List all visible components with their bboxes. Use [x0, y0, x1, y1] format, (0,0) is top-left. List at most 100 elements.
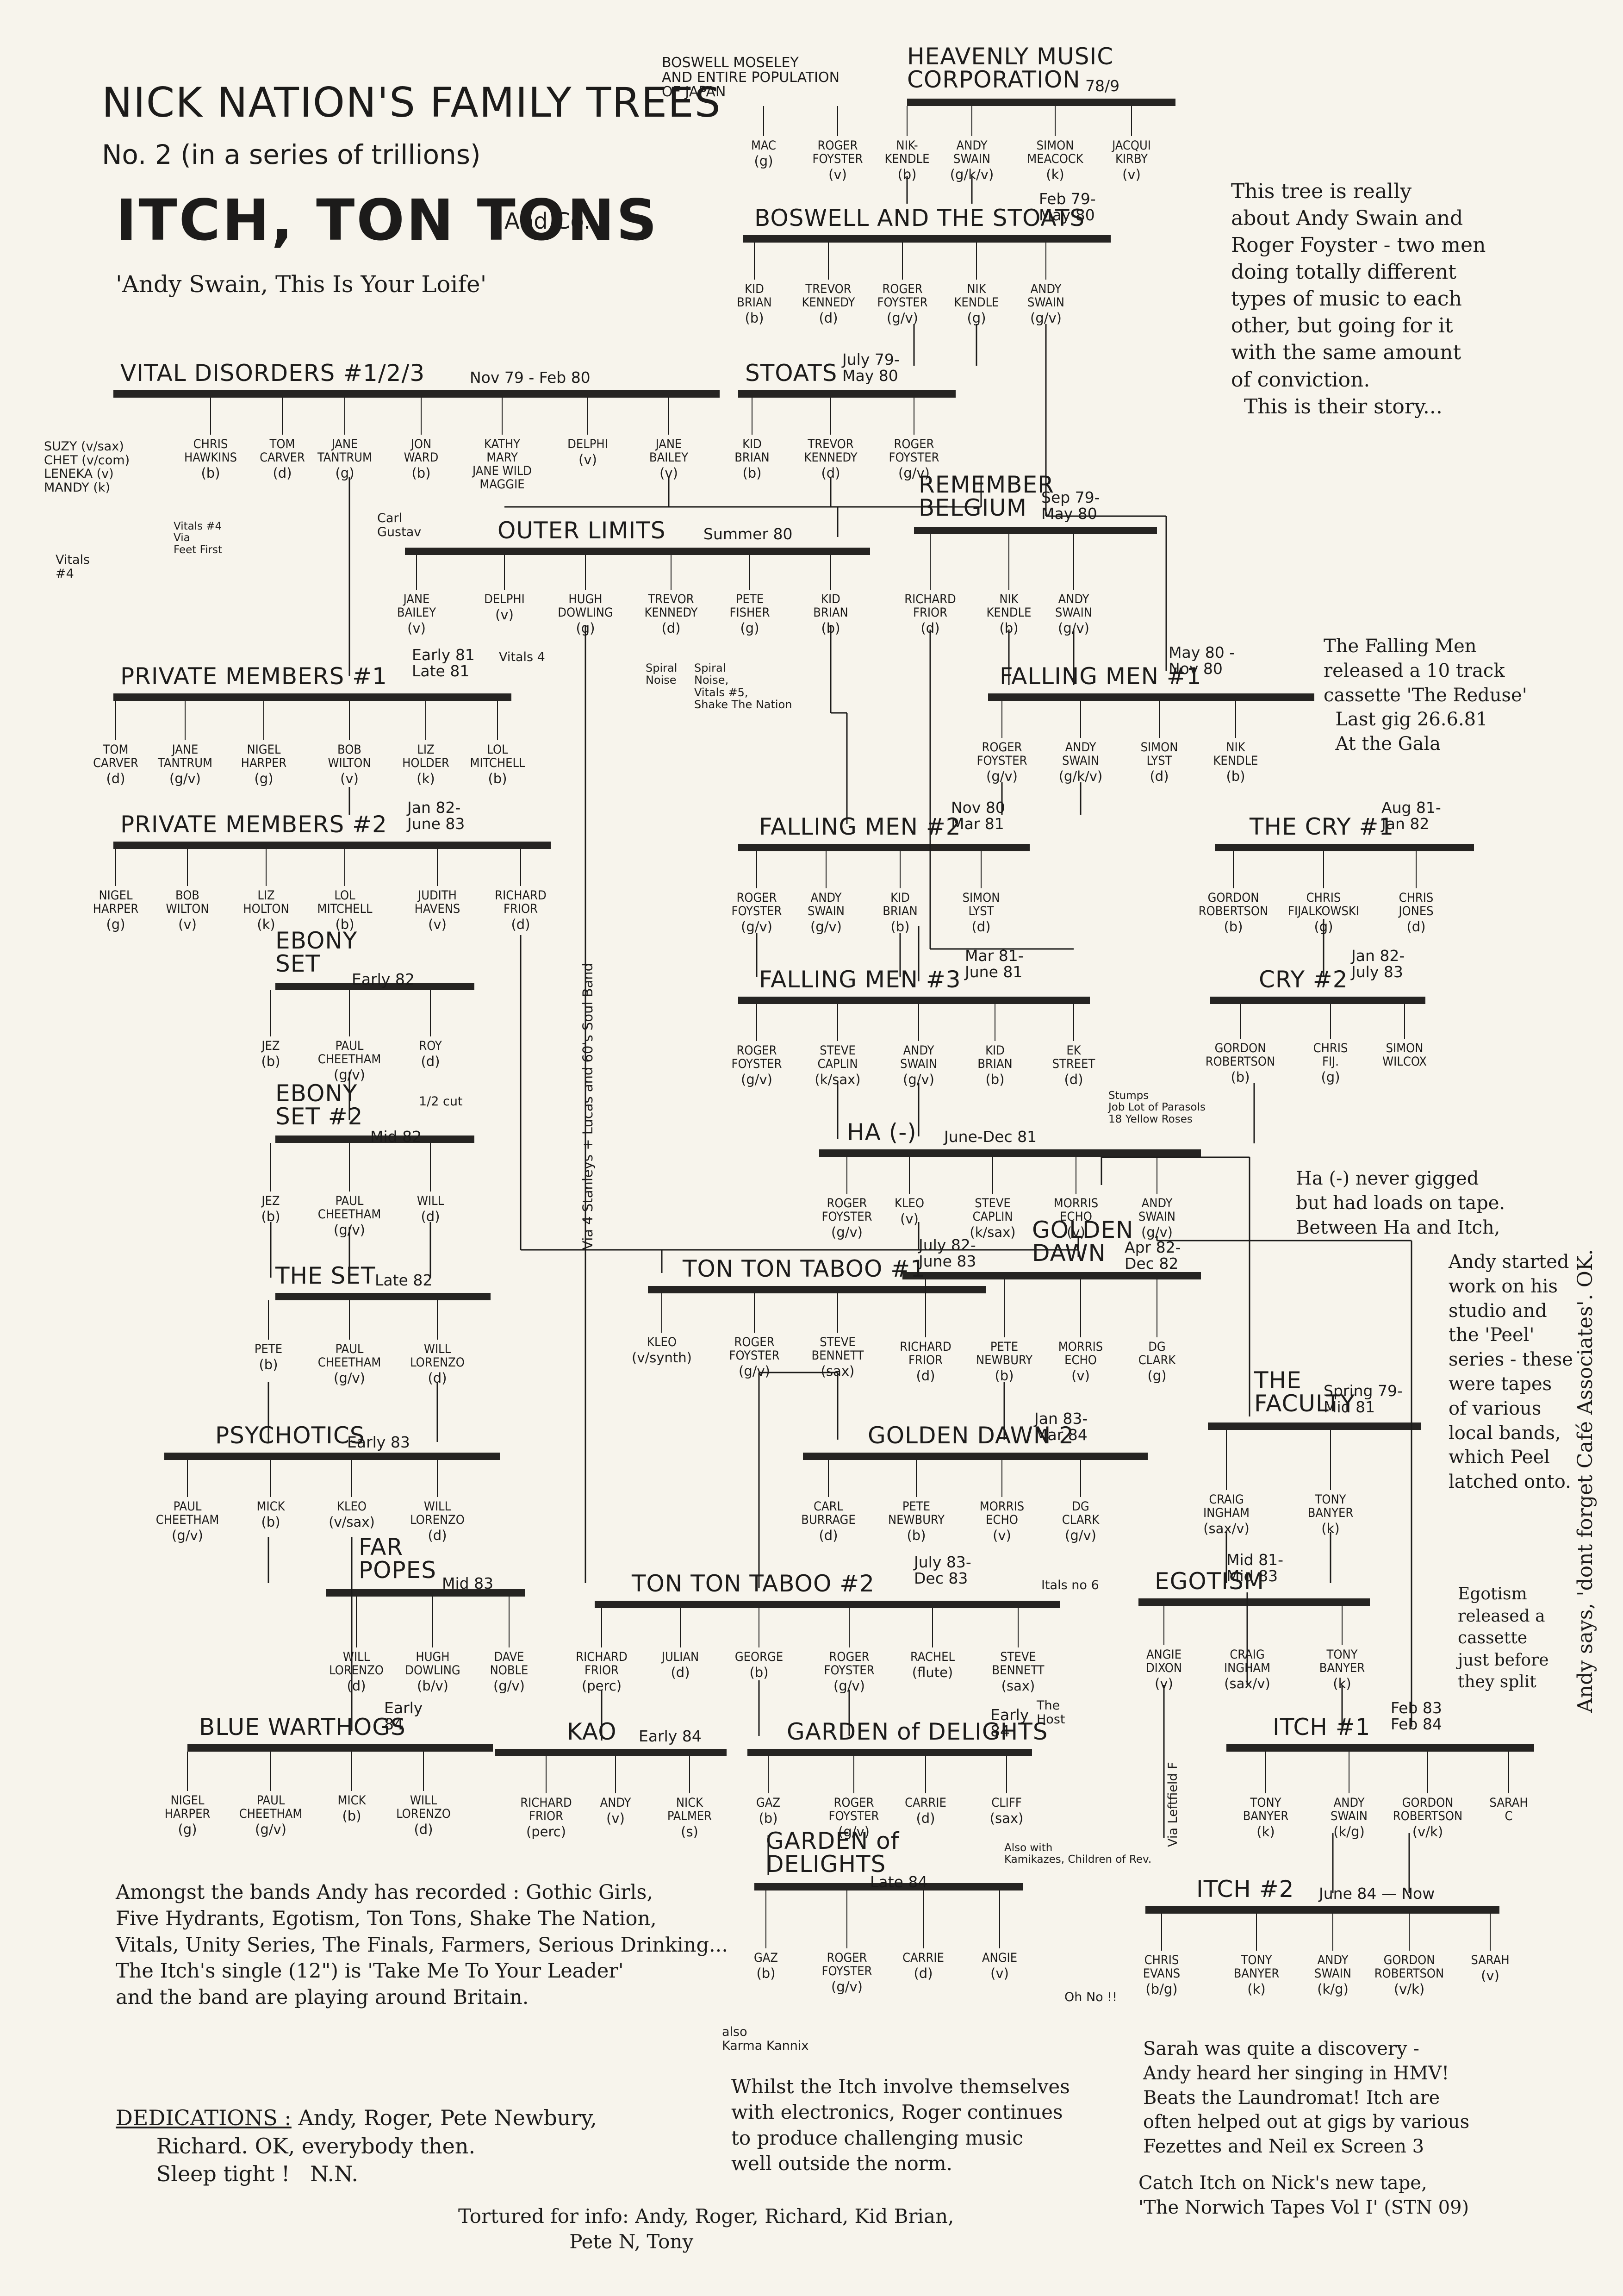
member-role: (b) — [999, 620, 1019, 636]
member-fm3: EK STREET(d) — [1037, 1044, 1111, 1087]
member-gd1: MORRIS ECHO(v) — [1044, 1340, 1118, 1384]
member-remember: RICHARD FRIOR(d) — [893, 593, 967, 636]
member-kao: ANDY(v) — [578, 1796, 653, 1826]
member-fm3: KID BRIAN(b) — [958, 1044, 1032, 1087]
member-name: CLIFF — [991, 1796, 1022, 1810]
note-tree-story: This tree is really about Andy Swain and… — [1231, 180, 1486, 418]
member-boswell: KID BRIAN(b) — [717, 282, 791, 326]
member-gd2: PETE NEWBURY(b) — [879, 1500, 953, 1543]
member-vital: CHRIS HAWKINS(b) — [174, 437, 248, 481]
band-bar-remember — [914, 527, 1157, 534]
member-role: (s) — [681, 1824, 698, 1840]
member-name: KID BRIAN — [737, 282, 772, 310]
member-itch2: CHRIS EVANS(b/g) — [1125, 1953, 1199, 1997]
member-role: (g/k/v) — [950, 167, 994, 183]
member-role: (g) — [754, 153, 773, 169]
member-name: SARAH — [1471, 1953, 1510, 1967]
member-name: ANDY SWAIN — [808, 891, 845, 919]
member-name: ROGER FOYSTER — [824, 1650, 875, 1678]
member-ttt1: ROGER FOYSTER(g/v) — [717, 1335, 791, 1379]
band-name-heavenly: HEAVENLY MUSIC CORPORATION — [907, 43, 1114, 93]
member-name: STEVE CAPLIN — [817, 1043, 858, 1072]
member-role: (b) — [488, 771, 507, 787]
member-name: JULIAN — [661, 1650, 699, 1664]
member-name: ANGIE DIXON — [1145, 1647, 1182, 1676]
band-bar-psych — [164, 1453, 500, 1460]
member-ttt2: ROGER FOYSTER(g/v) — [812, 1650, 886, 1694]
member-name: LOL MITCHELL — [317, 888, 373, 917]
member-name: JEZ — [261, 1039, 280, 1053]
band-bar-kao — [495, 1749, 727, 1756]
member-role: (g/v) — [741, 1072, 772, 1088]
band-name-ttt2: TON TON TABOO #2 — [632, 1570, 875, 1597]
member-psych: MICK(b) — [234, 1500, 308, 1529]
member-cry2: CHRIS FIJ.(g) — [1293, 1042, 1368, 1085]
member-outer: TREVOR KENNEDY(d) — [634, 593, 708, 636]
band-name-cry2: CRY #2 — [1259, 966, 1348, 993]
member-role: (v) — [993, 1528, 1011, 1544]
member-kao: NICK PALMER(s) — [653, 1796, 727, 1840]
band-bar-fm1 — [988, 693, 1314, 701]
member-name: PAUL CHEETHAM — [317, 1194, 381, 1222]
band-dates-cry2: Jan 82- July 83 — [1351, 947, 1405, 981]
member-name: ROGER FOYSTER — [889, 437, 939, 465]
band-bar-ebony1 — [275, 983, 474, 990]
member-itch2: GORDON ROBERTSON(v/k) — [1372, 1953, 1446, 1997]
member-role: (v/synth) — [632, 1350, 692, 1366]
member-role: (g/v) — [833, 1678, 865, 1694]
member-name: TREVOR KENNEDY — [644, 592, 698, 620]
member-role: (sax) — [1001, 1678, 1035, 1694]
member-kao: RICHARD FRIOR(perc) — [509, 1796, 583, 1840]
member-theset: WILL LORENZO(d) — [400, 1342, 474, 1386]
band-bar-gd2 — [803, 1453, 1148, 1460]
member-name: ANDY — [600, 1796, 631, 1810]
member-role: (g) — [967, 310, 986, 326]
member-role: (b) — [759, 1810, 778, 1827]
member-role: (b) — [907, 1528, 926, 1544]
member-role: (g/v) — [903, 1072, 934, 1088]
member-vital: DELPHI(v) — [551, 437, 625, 467]
member-name: ANDY SWAIN — [1055, 592, 1092, 620]
member-role: (k) — [1321, 1521, 1340, 1537]
band-dates-garden1: Early 84 — [990, 1706, 1029, 1740]
member-role: (g/v) — [739, 1363, 770, 1379]
member-role: (g/v) — [334, 1370, 365, 1386]
member-pm2: BOB WILTON(v) — [150, 889, 224, 932]
member-faculty: TONY BANYER(k) — [1293, 1493, 1368, 1536]
member-role: (v) — [1071, 1368, 1090, 1384]
member-outer: DELPHI(v) — [467, 593, 541, 622]
member-role: (b) — [1226, 768, 1245, 785]
member-role: (k/g) — [1333, 1824, 1365, 1840]
member-role: (d) — [273, 465, 292, 481]
band-dates-kao: Early 84 — [639, 1727, 702, 1745]
member-name: TONY BANYER — [1233, 1953, 1280, 1981]
band-name-fm1: FALLING MEN #1 — [1000, 663, 1202, 690]
member-role: (v) — [828, 167, 847, 183]
note-cafe-associates: Andy says, 'dont forget Café Associates'… — [1573, 1249, 1597, 1713]
member-name: JACQUI KIRBY — [1112, 138, 1151, 167]
band-name-outer: OUTER LIMITS — [497, 517, 666, 544]
member-role: (b/g) — [1145, 1981, 1178, 1997]
member-name: WILL LORENZO — [396, 1793, 451, 1822]
member-vital: TOM CARVER(d) — [245, 437, 319, 481]
member-boswell: TREVOR KENNEDY(d) — [791, 282, 865, 326]
member-name: CARRIE — [902, 1951, 944, 1965]
note-andy-studio: Andy started work on his studio and the … — [1449, 1251, 1573, 1493]
band-bar-pm2 — [113, 842, 551, 849]
member-name: CHRIS FIJALKOWSKI — [1287, 891, 1360, 919]
note-itch-electronics: Whilst the Itch involve themselves with … — [731, 2075, 1070, 2175]
band-dates-ebony1: Early 82 — [352, 970, 415, 988]
band-dates-farpopes: Mid 83 — [442, 1574, 494, 1592]
member-name: PAUL CHEETHAM — [239, 1793, 303, 1822]
band-bar-garden2 — [754, 1883, 1023, 1890]
member-gd1: DG CLARK(g) — [1120, 1340, 1194, 1384]
member-ha: ROGER FOYSTER(g/v) — [810, 1197, 884, 1240]
note-vitals-4: Vitals #4 — [56, 553, 90, 581]
member-role: (g/v) — [172, 1528, 203, 1544]
member-role: (k) — [257, 917, 275, 933]
member-role: (b) — [985, 1072, 1005, 1088]
member-name: WILL LORENZO — [410, 1342, 465, 1370]
member-role: (flute) — [912, 1665, 953, 1681]
member-role: (b/v) — [417, 1678, 448, 1694]
member-name: CARRIE — [905, 1796, 946, 1810]
